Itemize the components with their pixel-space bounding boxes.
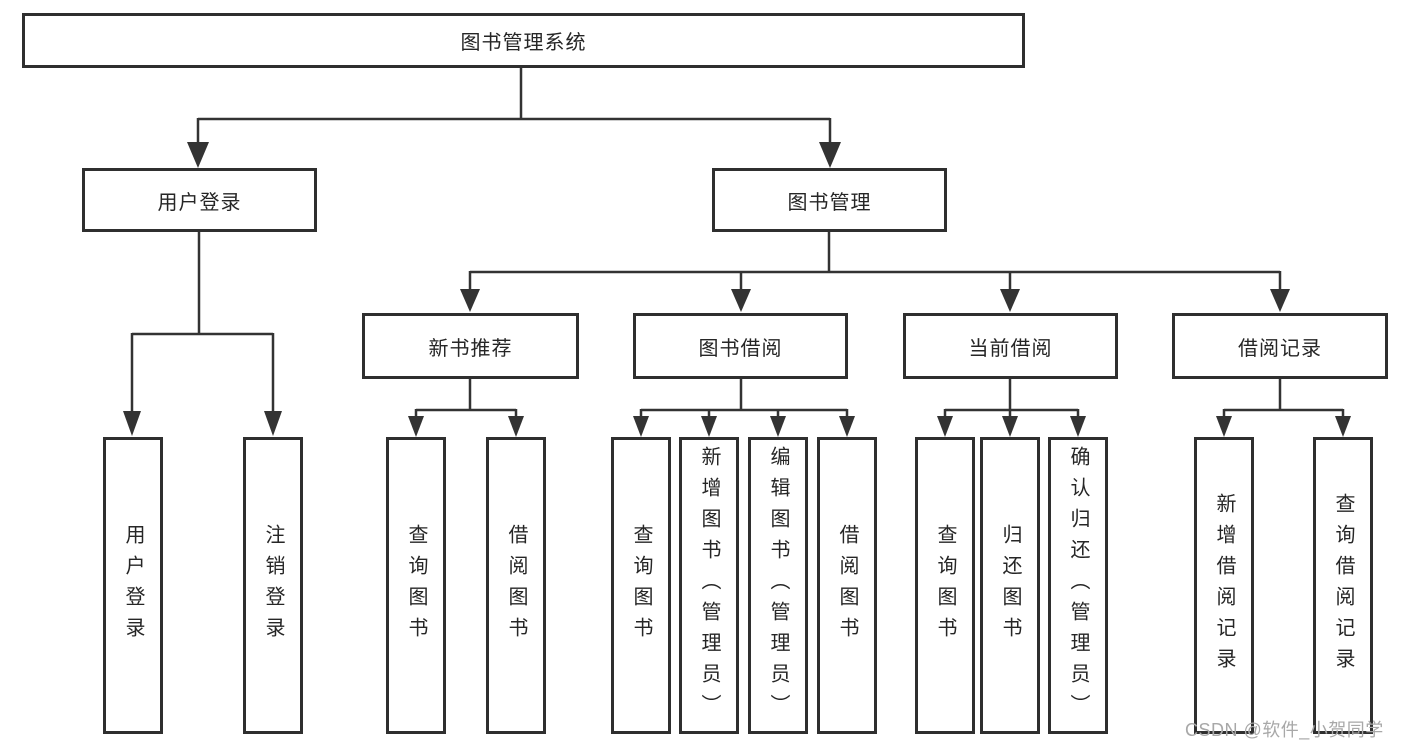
arrowhead xyxy=(633,416,649,437)
arrowhead xyxy=(731,289,751,312)
node-new-book-rec: 新书推荐 xyxy=(362,313,579,379)
leaf-bb-edit-books-label: 编辑图书（管理员） xyxy=(767,446,789,725)
leaf-bb-edit-books: 编辑图书（管理员） xyxy=(748,437,808,734)
leaf-bb-add-books-label: 新增图书（管理员） xyxy=(698,446,720,725)
edge-user-login-split xyxy=(130,232,275,413)
edge-new-book-rec-split xyxy=(414,377,518,418)
leaf-bb-borrow-books-label: 借阅图书 xyxy=(836,523,858,648)
node-user-login-group: 用户登录 xyxy=(82,168,317,232)
arrowhead xyxy=(1270,289,1290,312)
leaf-logout: 注销登录 xyxy=(243,437,303,734)
node-root: 图书管理系统 xyxy=(22,13,1025,68)
edge-book-borrow-split xyxy=(639,377,849,418)
leaf-cb-confirm-return: 确认归还（管理员） xyxy=(1048,437,1108,734)
leaf-cb-query-books: 查询图书 xyxy=(915,437,975,734)
arrowhead xyxy=(1070,416,1086,437)
node-book-borrow-label: 图书借阅 xyxy=(698,337,783,360)
edge-borrow-records-split xyxy=(1222,377,1345,418)
arrowhead xyxy=(1000,289,1020,312)
arrowhead xyxy=(1216,416,1232,437)
csdn-watermark: CSDN @软件_小贺同学 xyxy=(1185,720,1384,740)
arrowhead xyxy=(460,289,480,312)
arrowhead xyxy=(508,416,524,437)
leaf-nbr-borrow-books-label: 借阅图书 xyxy=(505,523,527,648)
leaf-cb-return-books-label: 归还图书 xyxy=(999,523,1021,648)
node-current-borrow: 当前借阅 xyxy=(903,313,1118,379)
node-book-mgmt-group: 图书管理 xyxy=(712,168,947,232)
node-user-login-group-label: 用户登录 xyxy=(157,191,242,214)
node-book-mgmt-group-label: 图书管理 xyxy=(787,191,872,214)
leaf-user-login: 用户登录 xyxy=(103,437,163,734)
leaf-bb-borrow-books: 借阅图书 xyxy=(817,437,877,734)
leaf-nbr-query-books-label: 查询图书 xyxy=(405,523,427,648)
arrowhead xyxy=(701,416,717,437)
leaf-nbr-borrow-books: 借阅图书 xyxy=(486,437,546,734)
arrowhead xyxy=(1002,416,1018,437)
node-new-book-rec-label: 新书推荐 xyxy=(428,337,513,360)
arrowhead xyxy=(123,411,141,436)
node-current-borrow-label: 当前借阅 xyxy=(968,337,1053,360)
leaf-cb-confirm-return-label: 确认归还（管理员） xyxy=(1067,446,1089,725)
node-root-label: 图书管理系统 xyxy=(460,32,587,54)
leaf-cb-return-books: 归还图书 xyxy=(980,437,1040,734)
arrowhead xyxy=(264,411,282,436)
leaf-br-query-record: 查询借阅记录 xyxy=(1313,437,1373,734)
leaf-bb-add-books: 新增图书（管理员） xyxy=(679,437,739,734)
node-borrow-records: 借阅记录 xyxy=(1172,313,1388,379)
leaf-cb-query-books-label: 查询图书 xyxy=(934,523,956,648)
edge-current-borrow-split xyxy=(943,377,1080,418)
node-book-borrow: 图书借阅 xyxy=(633,313,848,379)
leaf-nbr-query-books: 查询图书 xyxy=(386,437,446,734)
arrowhead xyxy=(839,416,855,437)
leaf-br-add-record: 新增借阅记录 xyxy=(1194,437,1254,734)
leaf-logout-label: 注销登录 xyxy=(262,523,284,648)
arrowhead xyxy=(770,416,786,437)
edge-book-mgmt-split xyxy=(468,232,1282,291)
arrowhead xyxy=(819,142,841,168)
arrowhead xyxy=(937,416,953,437)
node-borrow-records-label: 借阅记录 xyxy=(1238,337,1322,360)
leaf-bb-query-books-label: 查询图书 xyxy=(630,523,652,648)
arrowhead xyxy=(1335,416,1351,437)
leaf-br-add-record-label: 新增借阅记录 xyxy=(1213,492,1235,679)
leaf-br-query-record-label: 查询借阅记录 xyxy=(1332,492,1354,679)
arrowhead xyxy=(187,142,209,168)
edge-root-split xyxy=(196,68,832,144)
leaf-bb-query-books: 查询图书 xyxy=(611,437,671,734)
arrowhead xyxy=(408,416,424,437)
leaf-user-login-label: 用户登录 xyxy=(122,523,144,648)
